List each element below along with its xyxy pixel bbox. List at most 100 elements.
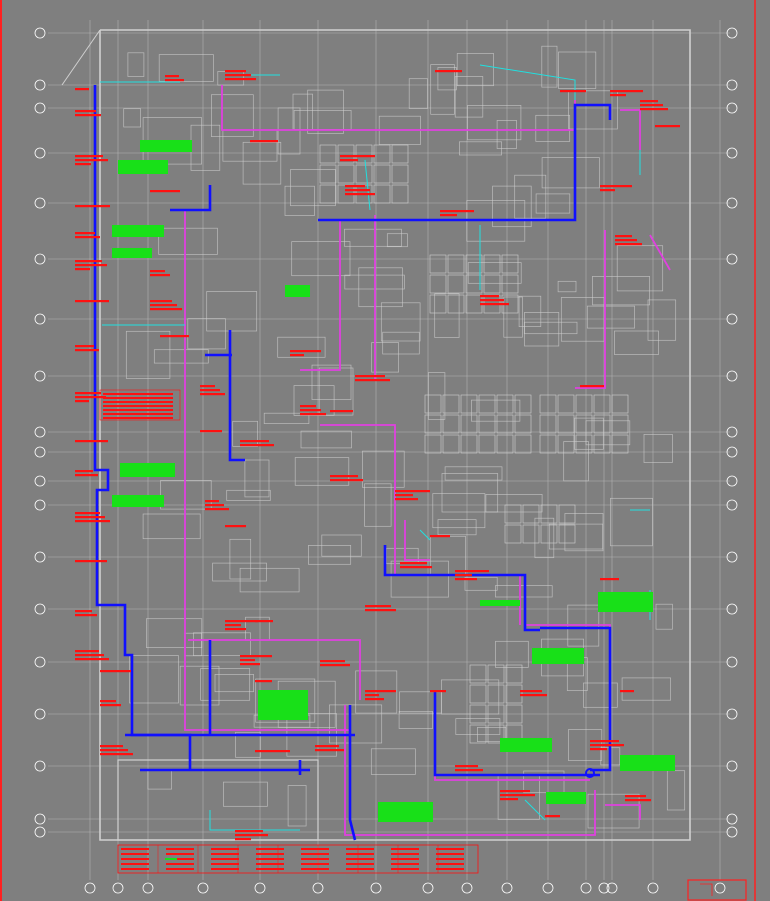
legend-text-mark [436,868,464,870]
annotation-text-mark [240,663,260,666]
green-note-block [285,285,310,297]
notes-block-text-mark [103,409,173,411]
room-walls [123,45,686,829]
annotation-text-mark [75,236,100,239]
annotation-text-mark [75,610,92,613]
room-wall [235,731,261,758]
annotation-text-mark [205,508,229,511]
parking-stall [319,144,337,164]
annotation-text-mark [340,155,375,158]
green-note-block [112,495,164,507]
parking-stall [424,394,442,414]
room-wall [206,291,258,332]
annotation-text-mark [480,295,499,298]
legend-text-mark [391,853,419,855]
room-wall [160,480,212,510]
row-axis-bubble-right [726,499,738,511]
row-axis-bubble-right [726,826,738,838]
parking-stall [575,414,593,434]
annotation-text-mark [560,90,586,93]
parking-stall [469,724,487,744]
room-wall [666,770,686,811]
parking-stall [442,394,460,414]
parking-stall [540,524,558,544]
row-axis-bubble-left [34,475,46,487]
annotation-text-mark [340,159,358,162]
notes-block-text-mark [103,417,173,419]
room-wall [541,45,558,88]
row-axis-bubble-left [34,656,46,668]
annotation-text-mark [590,748,607,751]
row-axis-bubble-left [34,813,46,825]
parking-stall [522,524,540,544]
parking-stall [483,254,501,274]
green-note-block [120,463,175,477]
room-wall [492,185,532,228]
row-axis-bubble-left [34,27,46,39]
cyan-pipe-line [479,64,576,100]
annotation-text-mark [500,798,518,801]
legend-text-mark [391,868,419,870]
room-wall [308,545,352,565]
room-wall [518,295,542,327]
green-note-block [500,738,552,752]
room-wall [441,473,499,513]
annotation-text-mark [100,749,128,752]
branch-duct-line [188,639,361,700]
row-axis-bubble-left [34,446,46,458]
room-wall [655,603,673,630]
legend-text-mark [346,858,374,860]
annotation-text-mark [545,815,560,818]
annotation-text-mark [500,790,530,793]
parking-stall [558,504,576,524]
room-wall [541,157,600,189]
legend-text-mark [391,863,419,865]
parking-stall [504,504,522,524]
room-wall [614,330,659,355]
row-axis-bubble-right [726,253,738,265]
annotation-text-mark [75,114,101,117]
annotation-text-mark [655,125,680,128]
legend-text-mark [256,853,284,855]
room-wall [307,89,344,134]
parking-stall [447,254,465,274]
annotation-text-mark [455,574,472,577]
annotation-text-mark [330,410,353,413]
parking-stall [355,144,373,164]
annotation-text-mark [225,620,258,623]
annotation-text-mark [255,750,290,753]
annotation-text-mark [100,700,116,703]
room-wall [586,305,635,329]
annotation-text-mark [75,474,98,477]
annotation-text-mark [320,660,345,663]
room-wall [211,94,254,137]
row-axis-bubble-right [726,708,738,720]
parking-stall [319,164,337,184]
annotation-text-mark [75,349,99,352]
parking-stall [391,144,409,164]
room-wall [437,67,457,91]
row-axis-bubble-left [34,370,46,382]
title-block-frame [687,879,747,901]
annotation-text-mark [205,504,224,507]
annotation-text-mark [100,704,121,707]
annotation-text-mark [75,268,90,271]
row-axis-bubble-left [34,760,46,772]
annotation-text-mark [430,690,446,693]
annotation-text-mark [355,379,390,382]
duct-junction [585,768,595,778]
parking-stall [593,394,611,414]
outer-wall [99,29,691,841]
annotation-text-mark [225,70,246,73]
room-wall [287,785,307,827]
room-wall [643,434,673,463]
annotation-text-mark [615,243,642,246]
annotation-text-mark [75,400,89,403]
annotation-text-mark [225,74,251,77]
annotation-text-mark [330,479,363,482]
room-wall [277,107,301,155]
legend-frame [117,844,479,874]
annotation-text-mark [300,405,316,408]
annotation-text-mark [225,624,241,627]
row-axis-bubble-left [34,102,46,114]
